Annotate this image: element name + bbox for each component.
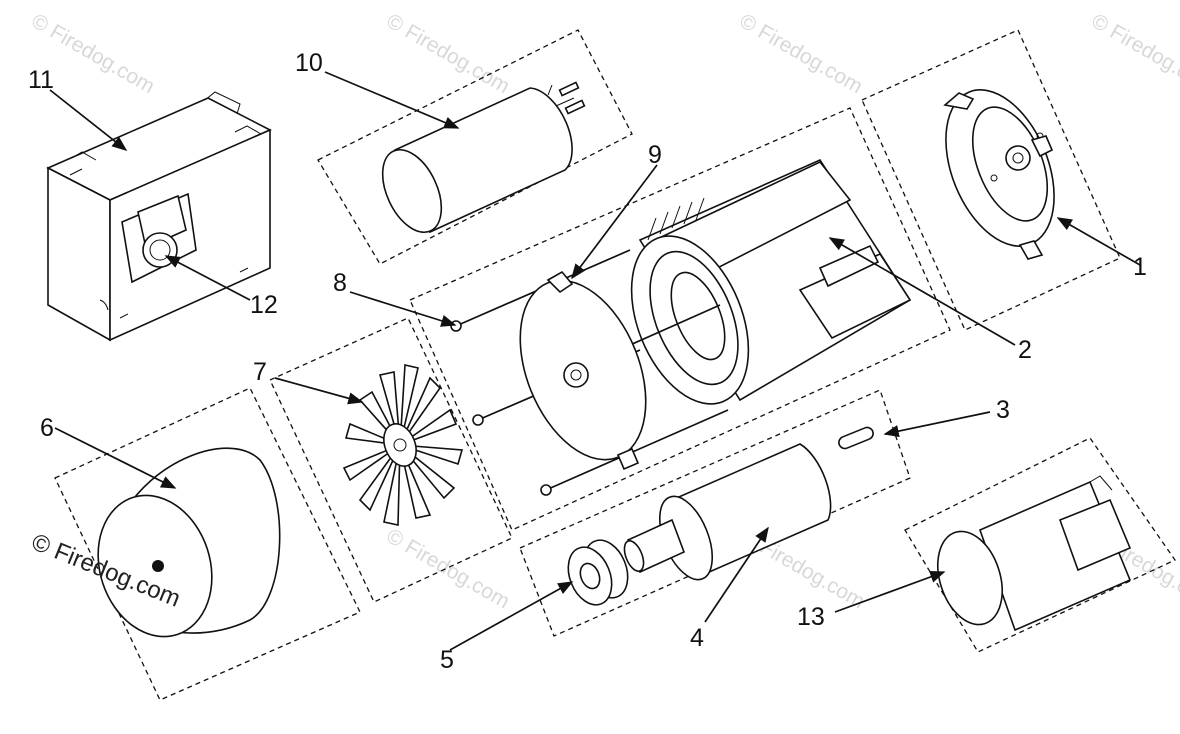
callout-5: 5 — [440, 646, 454, 674]
rotor — [623, 443, 832, 581]
group-boxes — [54, 29, 1176, 701]
terminal-box — [46, 91, 272, 342]
callout-2: 2 — [1018, 336, 1032, 364]
box-complete-motor — [904, 437, 1176, 653]
watermark: © Firedog.com — [1088, 9, 1180, 98]
watermark: © Firedog.com — [383, 9, 514, 98]
callout-3: 3 — [996, 396, 1010, 424]
front-shield — [450, 249, 729, 496]
box-capacitor — [317, 29, 633, 265]
callout-13: 13 — [797, 603, 825, 631]
callout-8: 8 — [333, 269, 347, 297]
box-fan — [269, 317, 513, 603]
fan-cover — [97, 447, 281, 638]
callout-9: 9 — [648, 141, 662, 169]
bearing — [567, 539, 629, 606]
watermark: © Firedog.com — [736, 9, 867, 98]
box-rotor — [519, 389, 911, 637]
stator-housing — [630, 158, 912, 405]
leader-lines — [49, 71, 1141, 651]
callout-labels: 1 2 3 4 5 6 7 8 9 10 11 12 13 — [28, 49, 1147, 674]
end-shield — [943, 89, 1055, 260]
callout-1: 1 — [1133, 253, 1147, 281]
capacitor — [381, 81, 586, 234]
watermark: © Firedog.com — [383, 524, 514, 613]
callout-10: 10 — [295, 49, 323, 77]
complete-motor — [937, 475, 1132, 632]
shaft-key — [838, 426, 874, 450]
cooling-fan — [342, 364, 464, 526]
callout-6: 6 — [40, 414, 54, 442]
box-stator — [409, 107, 951, 531]
callout-12: 12 — [250, 291, 278, 319]
callout-4: 4 — [690, 624, 704, 652]
callout-7: 7 — [253, 358, 267, 386]
callout-11: 11 — [28, 66, 54, 94]
box-end-shield — [861, 29, 1121, 331]
